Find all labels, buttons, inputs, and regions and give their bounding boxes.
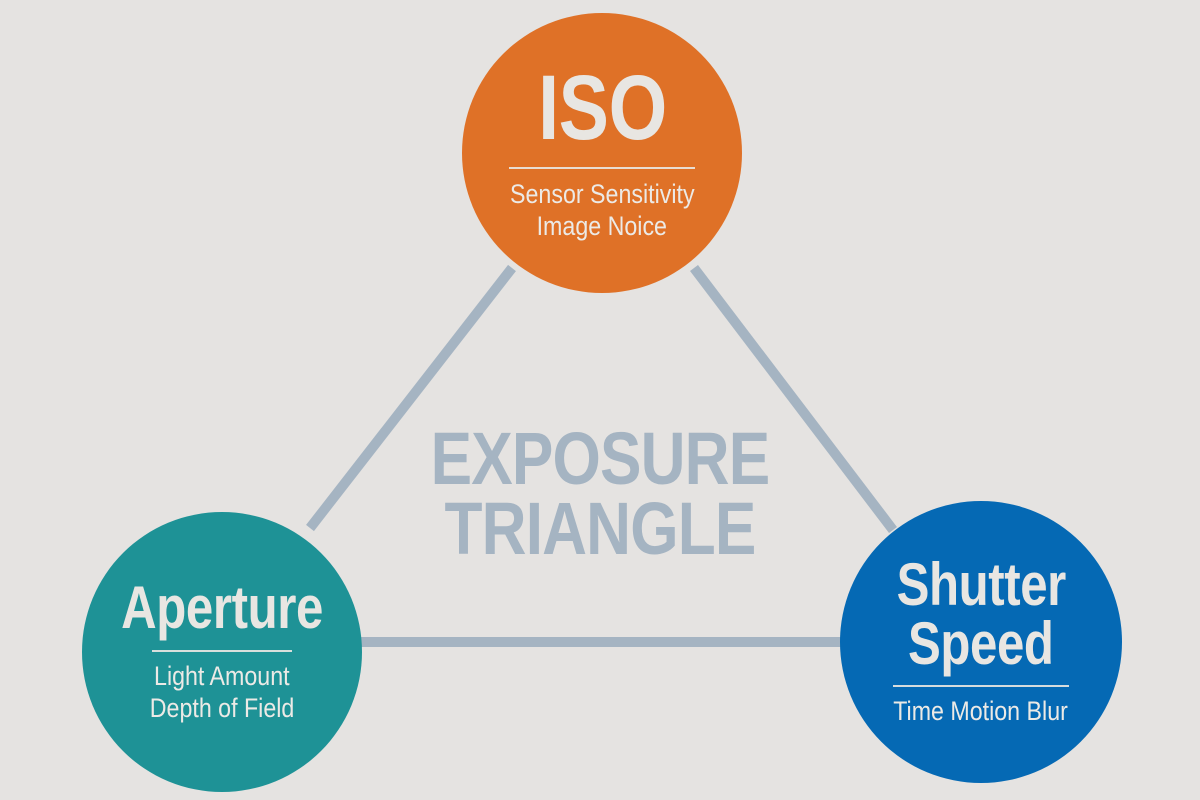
node-iso[interactable]: ISO Sensor Sensitivity Image Noice xyxy=(462,13,742,293)
node-shutter-speed-subtitle-line-1: Time Motion Blur xyxy=(893,696,1069,727)
node-aperture-divider xyxy=(152,650,292,653)
node-aperture[interactable]: Aperture Light Amount Depth of Field xyxy=(82,512,362,792)
node-iso-title: ISO xyxy=(537,57,667,160)
node-iso-divider xyxy=(509,167,695,170)
node-shutter-speed-divider xyxy=(893,685,1069,688)
node-aperture-subtitle-line-2: Depth of Field xyxy=(149,692,295,723)
node-aperture-title: Aperture xyxy=(121,574,323,642)
node-iso-subtitle-line-1: Sensor Sensitivity xyxy=(509,179,695,210)
connector-iso-to-shutter xyxy=(690,264,897,534)
node-iso-subtitle-line-2: Image Noice xyxy=(536,211,668,242)
node-shutter-speed-title-line-1: Shutter xyxy=(896,550,1066,618)
node-aperture-subtitle-line-1: Light Amount xyxy=(154,661,290,692)
node-shutter-speed[interactable]: Shutter Speed Time Motion Blur xyxy=(840,501,1122,783)
connector-iso-to-aperture xyxy=(306,264,516,532)
node-shutter-speed-title-line-2: Speed xyxy=(908,609,1054,677)
